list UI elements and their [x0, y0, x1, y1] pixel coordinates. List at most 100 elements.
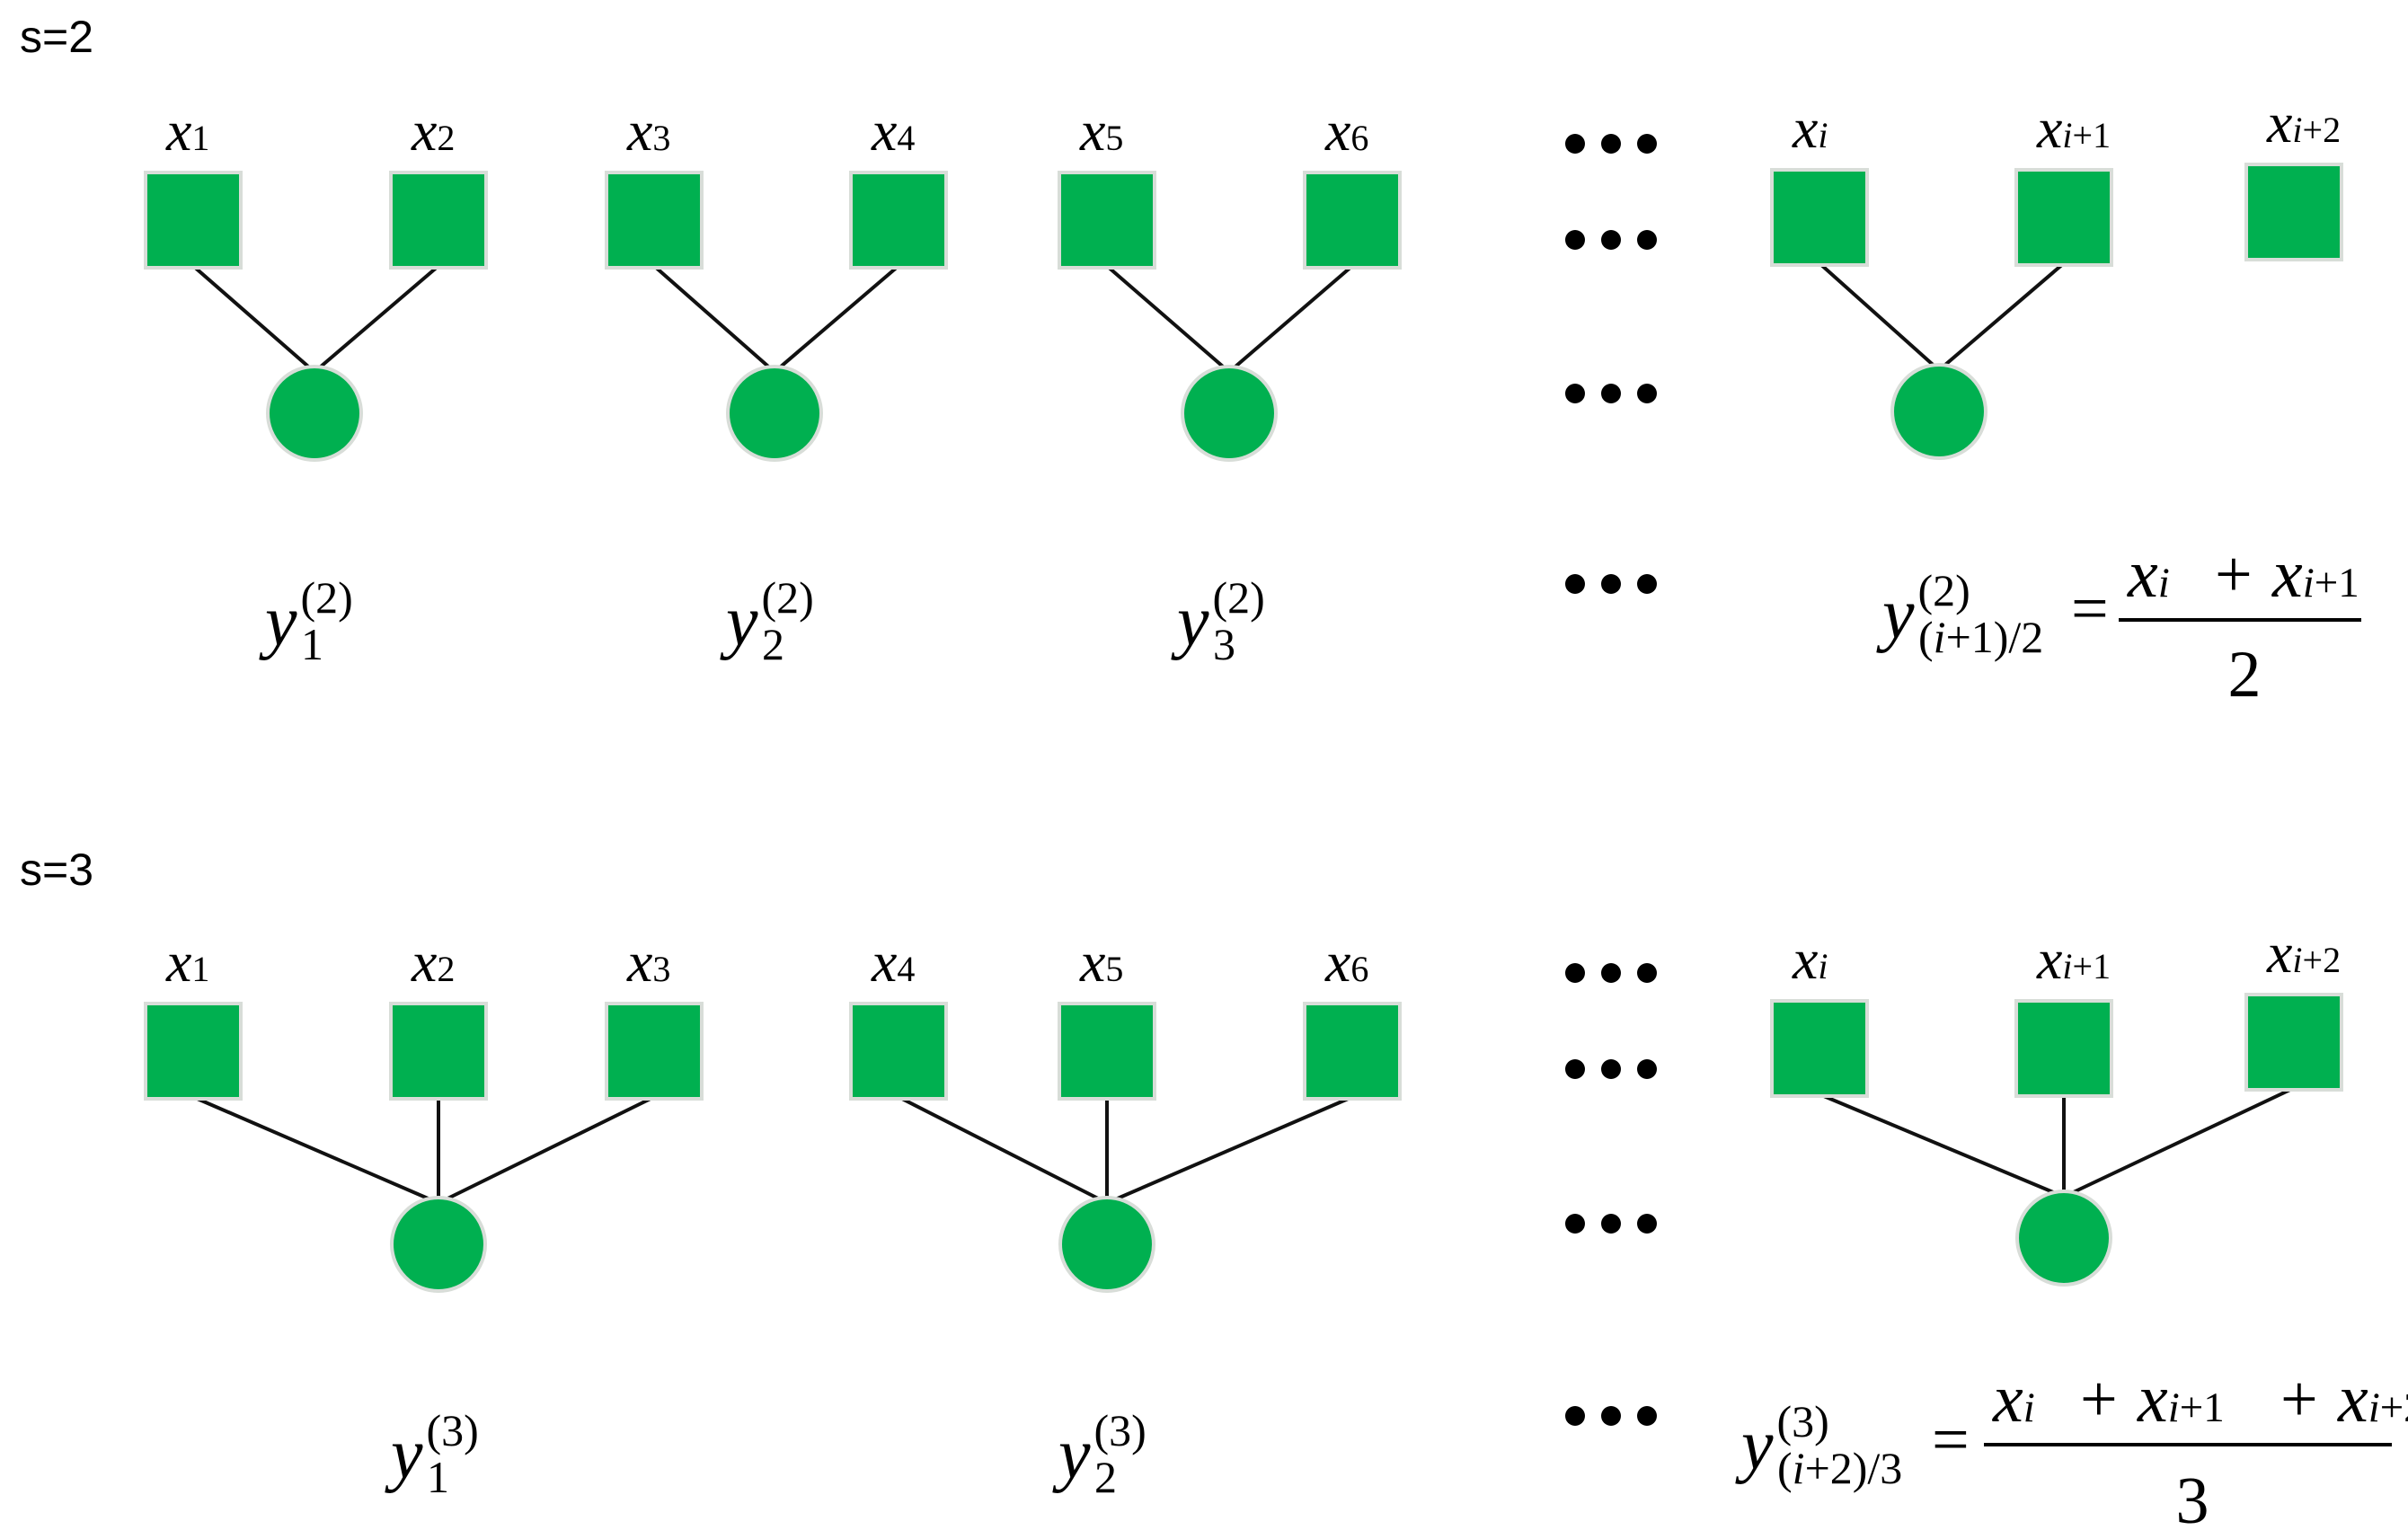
formula-lhs-sub: (i+1)/2 [1918, 612, 2043, 662]
ellipsis-dot [1637, 963, 1657, 983]
input-label-sub-part: 6 [1350, 949, 1368, 989]
formula-lhs-sub-part: i [1934, 612, 1946, 662]
input-label-sub-part: 3 [652, 118, 670, 158]
output-label-sup: (2) [1213, 572, 1265, 623]
input-label: x3 [626, 930, 670, 994]
output-label-sub-part: 2 [762, 619, 784, 669]
ellipsis-dot [1601, 963, 1621, 983]
input-node-square [2244, 993, 2343, 1092]
input-node-square [144, 1002, 243, 1101]
ellipsis-dot [1637, 384, 1657, 403]
ellipsis-dot [1565, 1406, 1585, 1426]
input-label: x2 [411, 930, 455, 994]
input-label: xi+1 [2036, 927, 2111, 991]
input-label-sub-part: 1 [191, 118, 209, 158]
input-label: x6 [1324, 930, 1368, 994]
formula-lhs: y(2) [1876, 565, 1970, 654]
input-label-sub-part: 6 [1350, 118, 1368, 158]
input-label-var: x [1792, 927, 1818, 991]
input-node-square [849, 1002, 948, 1101]
input-node-square [1058, 171, 1156, 270]
ellipsis-dot [1565, 384, 1585, 403]
input-label-sub-part: 1 [191, 949, 209, 989]
input-label: xi+2 [2266, 921, 2341, 985]
ellipsis-dot [1601, 1059, 1621, 1079]
ellipsis-dot [1565, 574, 1585, 594]
output-label: y(2) [259, 572, 353, 661]
formula-lhs-sub: (i+2)/3 [1777, 1443, 1902, 1493]
input-label-sub-part: +2 [2303, 940, 2342, 980]
input-node-square [389, 1002, 488, 1101]
ellipsis-dot [1637, 134, 1657, 154]
input-label-sub-part: 4 [897, 949, 915, 989]
input-label-sub-part: 3 [652, 949, 670, 989]
input-label-sub-part: 2 [437, 949, 455, 989]
formula-numerator-term-sub-part: i [2158, 560, 2170, 606]
formula-numerator-term-var: x [2271, 536, 2303, 612]
ellipsis-dots [1565, 230, 1657, 250]
formula-lhs-sub-part: ( [1777, 1443, 1793, 1493]
formula-numerator-term-sub-part: +2 [2380, 1384, 2408, 1431]
formula-numerator-term-sub-part: +1 [2315, 560, 2359, 606]
input-label-var: x [411, 99, 437, 163]
input-label-var: x [165, 99, 191, 163]
input-label: x1 [165, 99, 209, 163]
output-label: y(2) [1171, 572, 1265, 661]
edge [1819, 1092, 2065, 1198]
formula-numerator-term-sub-part: i [2303, 560, 2315, 606]
output-label: y(2) [720, 572, 814, 661]
ellipsis-dots [1565, 1406, 1657, 1426]
formula-numerator-term-sub-part: i [2168, 1384, 2180, 1431]
formula-lhs: y(3) [1735, 1396, 1829, 1485]
formula-lhs-sup: (2) [1918, 565, 1970, 615]
input-label-sub-part: i [2062, 946, 2072, 986]
input-label-sub-part: 5 [1105, 949, 1123, 989]
formula-numerator-term: xi+1 [2271, 536, 2359, 612]
input-label-sub-part: i [2062, 115, 2072, 155]
output-node-circle [2015, 1190, 2112, 1287]
output-label: y(3) [385, 1405, 479, 1494]
ellipsis-dot [1565, 1059, 1585, 1079]
input-node-square [1303, 1002, 1402, 1101]
input-node-square [1770, 999, 1869, 1098]
formula-numerator-term-var: x [2137, 1361, 2168, 1437]
formula-lhs-var: y [1876, 575, 1915, 654]
formula-plus: + [2280, 1363, 2318, 1437]
ellipsis-dots [1565, 1059, 1657, 1079]
output-node-circle [266, 365, 363, 462]
formula-numerator-term-sub-part: i [2368, 1384, 2380, 1431]
formula-numerator-term-var: x [2337, 1361, 2368, 1437]
input-label-sub-part: i [1818, 115, 1828, 155]
input-node-square [2244, 163, 2343, 261]
edge [192, 1095, 439, 1205]
output-label-sub-part: 1 [427, 1452, 449, 1502]
edge [2063, 1086, 2295, 1198]
formula-numerator-term-var: x [1992, 1361, 2023, 1437]
formula-denominator: 2 [2228, 638, 2262, 712]
section-label: s=2 [20, 12, 93, 62]
input-label: x4 [871, 99, 915, 163]
formula-numerator-term: xi+1 [2137, 1361, 2225, 1437]
input-label: xi [1792, 927, 1828, 991]
input-label-sub-part: i [2292, 110, 2302, 150]
edge [773, 264, 900, 374]
formula-lhs-sup: (3) [1777, 1396, 1829, 1446]
input-label: x4 [871, 930, 915, 994]
formula-numerator-term-sub-part: i [2023, 1384, 2035, 1431]
input-label: xi+1 [2036, 96, 2111, 160]
output-node-circle [1890, 363, 1987, 460]
input-label-var: x [1324, 99, 1350, 163]
formula-numerator-term: xi [1992, 1361, 2035, 1437]
output-label-sup: (3) [1094, 1405, 1146, 1455]
ellipsis-dots [1565, 574, 1657, 594]
output-label-sup: (2) [762, 572, 814, 623]
ellipsis-dot [1637, 1406, 1657, 1426]
input-node-square [849, 171, 948, 270]
input-label-var: x [1324, 930, 1350, 994]
output-node-circle [390, 1196, 487, 1293]
ellipsis-dot [1601, 134, 1621, 154]
input-label-var: x [871, 99, 897, 163]
output-label-var: y [1171, 582, 1209, 661]
input-label-sub-part: +1 [2073, 946, 2111, 986]
